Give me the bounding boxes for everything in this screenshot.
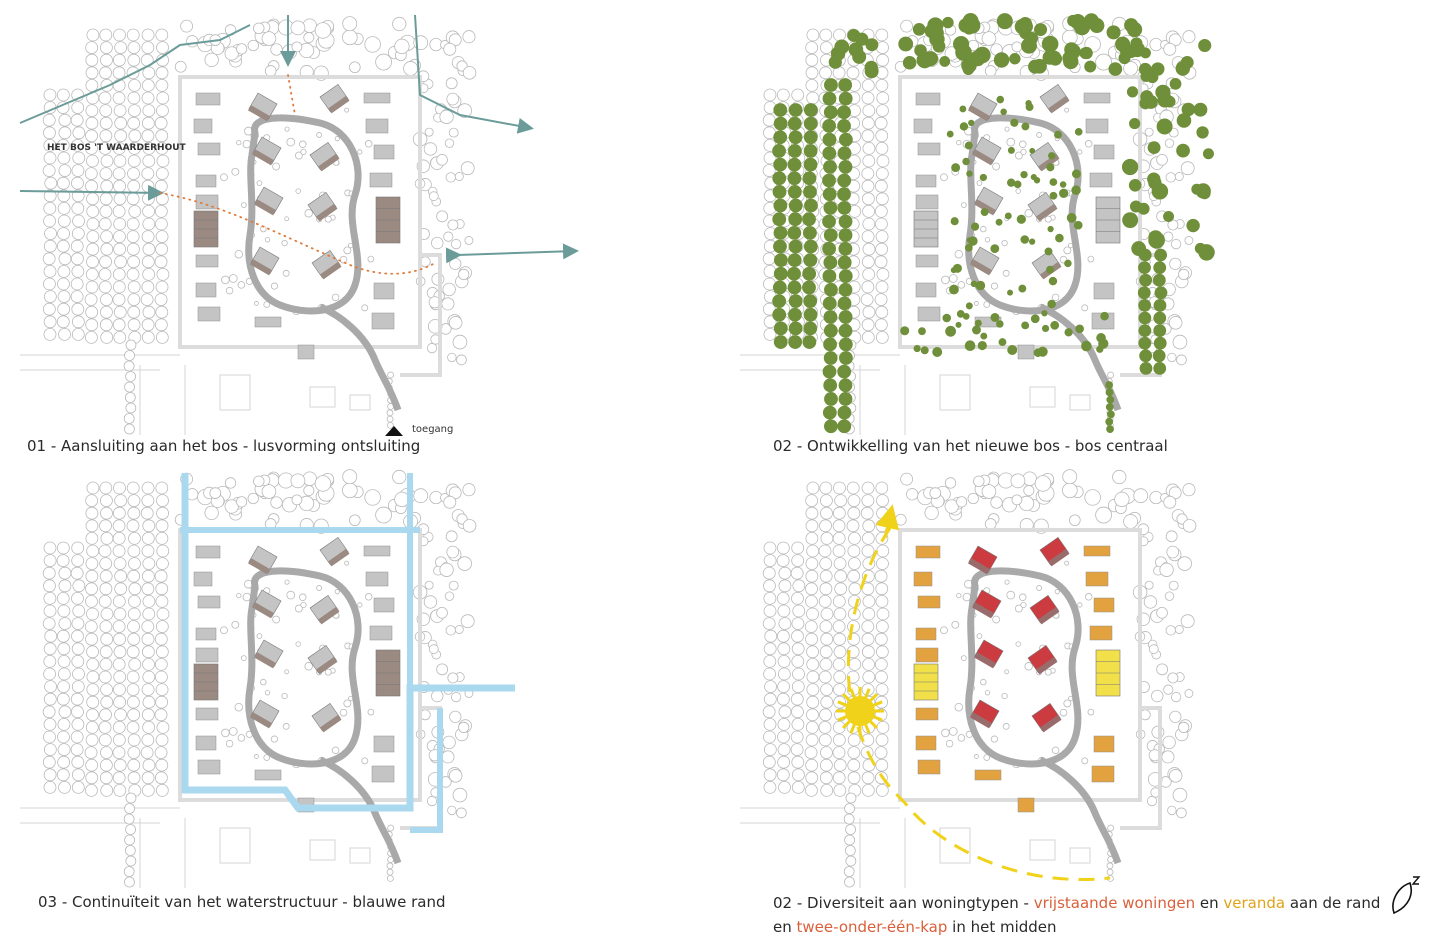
panel-new-forest (740, 13, 1300, 435)
caption-panel-2: 02 - Ontwikkelling van het nieuwe bos - … (773, 437, 1168, 455)
site-plan-4 (740, 469, 1197, 888)
caption-4-part-5: aan de rand (1285, 894, 1381, 912)
caption-4b-part-3: in het midden (947, 918, 1057, 936)
site-plan-1 (19, 14, 579, 435)
caption-4-part-4: veranda (1223, 894, 1286, 912)
north-arrow-icon (1392, 876, 1421, 915)
caption-4b-part-2: twee-onder-één-kap (796, 918, 948, 936)
caption-4-part-1: 02 - Diversiteit aan woningtypen - (773, 894, 1034, 912)
entrance-label: toegang (412, 424, 454, 435)
caption-panel-4: 02 - Diversiteit aan woningtypen - vrijs… (773, 894, 1380, 912)
panel-water-structure (20, 468, 580, 888)
panel-forest-connection: HET BOS 'T WAARDERHOUT toegang (19, 14, 580, 436)
caption-4-part-3: en (1195, 894, 1224, 912)
caption-panel-1: 01 - Aansluiting aan het bos - lusvormin… (27, 437, 421, 455)
caption-4-part-2: vrijstaande woningen (1033, 894, 1196, 912)
sun-icon (836, 687, 884, 735)
forest-label: HET BOS 'T WAARDERHOUT (47, 143, 186, 153)
site-plan-3 (20, 469, 515, 888)
caption-panel-3: 03 - Continuïteit van het waterstructuur… (38, 893, 446, 911)
caption-panel-4-line-2: en twee-onder-één-kap in het midden (773, 918, 1057, 936)
entrance-arrow-icon (385, 426, 403, 436)
panel-housing-types (740, 468, 1300, 888)
caption-4b-part-1: en (773, 918, 797, 936)
site-plan-2 (740, 13, 1215, 435)
